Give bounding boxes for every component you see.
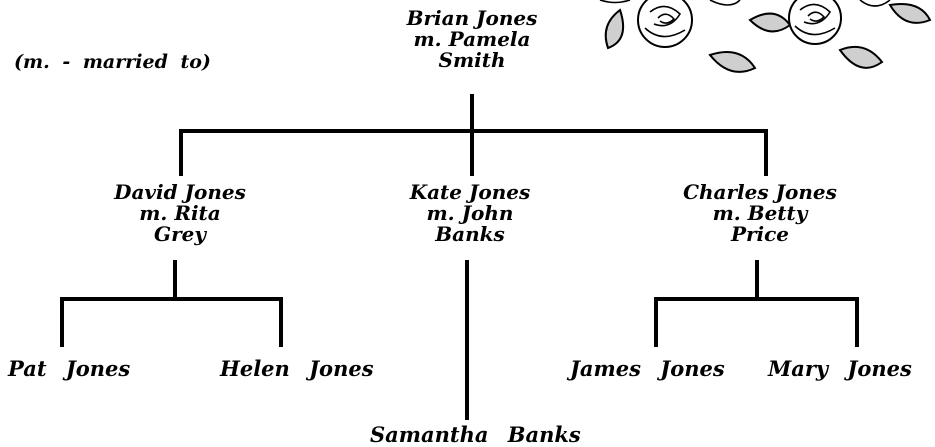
node-spouse-surname: Grey bbox=[80, 224, 280, 245]
node-spouse-surname: Banks bbox=[370, 224, 570, 245]
leaf-mary-jones: Mary Jones bbox=[768, 356, 912, 381]
leaf-helen-jones: Helen Jones bbox=[220, 356, 374, 381]
node-name: Brian Jones bbox=[376, 8, 568, 29]
node-spouse: m. Rita bbox=[80, 203, 280, 224]
node-spouse: m. John bbox=[370, 203, 570, 224]
node-david-jones: David Jones m. Rita Grey bbox=[80, 182, 280, 245]
node-spouse-surname: Smith bbox=[376, 50, 568, 71]
node-spouse: m. Betty bbox=[650, 203, 870, 224]
node-name: David Jones bbox=[80, 182, 280, 203]
node-charles-jones: Charles Jones m. Betty Price bbox=[650, 182, 870, 245]
node-name: Charles Jones bbox=[650, 182, 870, 203]
leaf-samantha-banks: Samantha Banks bbox=[370, 422, 581, 447]
node-brian-jones: Brian Jones m. Pamela Smith bbox=[376, 8, 568, 71]
node-spouse: m. Pamela bbox=[376, 29, 568, 50]
leaf-pat-jones: Pat Jones bbox=[8, 356, 130, 381]
node-kate-jones: Kate Jones m. John Banks bbox=[370, 182, 570, 245]
node-spouse-surname: Price bbox=[650, 224, 870, 245]
leaf-james-jones: James Jones bbox=[570, 356, 725, 381]
legend-married-to: (m. - married to) bbox=[14, 51, 211, 73]
node-name: Kate Jones bbox=[370, 182, 570, 203]
